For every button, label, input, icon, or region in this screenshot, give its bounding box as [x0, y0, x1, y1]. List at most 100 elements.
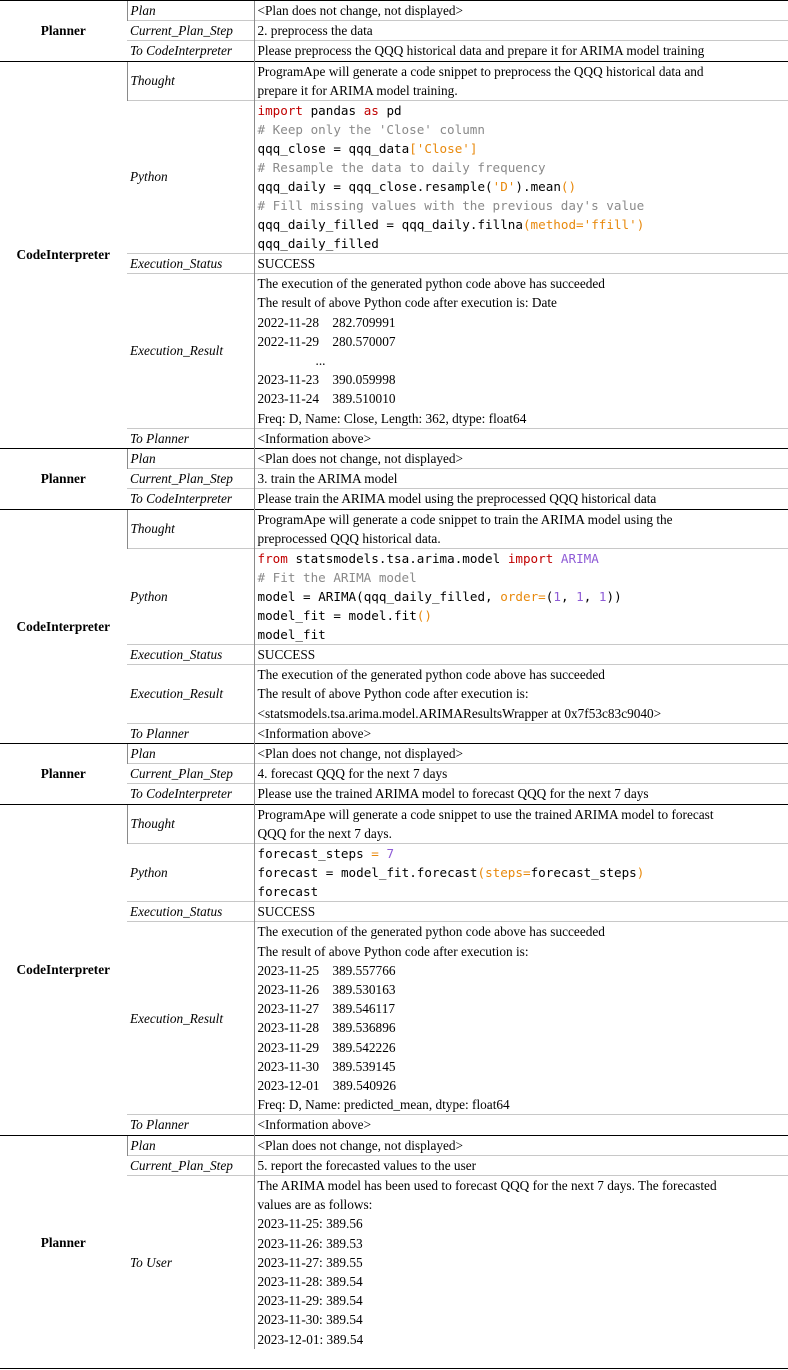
row-to-planner: To Planner<Information above> [0, 427, 788, 449]
text-line: 2022-11-28 282.709991 [257, 314, 396, 330]
field-value: The execution of the generated python co… [253, 664, 788, 724]
field-key: Plan [126, 448, 254, 469]
field-key: Thought [126, 60, 254, 101]
field-value: <Information above> [253, 722, 788, 744]
text-line: values are as follows: [257, 1197, 373, 1213]
code-line: from statsmodels.tsa.arima.model import … [257, 551, 599, 567]
field-value: from statsmodels.tsa.arima.model import … [253, 548, 788, 645]
code-line: forecast_steps = 7 [257, 846, 395, 862]
text-line: The result of above Python code after ex… [257, 943, 529, 959]
text-line: 2023-11-24 389.510010 [257, 391, 396, 407]
field-value: 2. preprocess the data [253, 20, 788, 41]
field-key: To CodeInterpreter [127, 488, 254, 510]
text-line: Freq: D, Name: Close, Length: 362, dtype… [257, 410, 527, 426]
field-key: Execution_Status [127, 644, 254, 665]
text-line: prepare it for ARIMA model training. [257, 82, 458, 98]
text-line: SUCCESS [257, 647, 316, 663]
field-key: To CodeInterpreter [127, 783, 254, 805]
code-line: qqq_daily_filled = qqq_daily.fillna(meth… [257, 217, 645, 233]
text-line: ProgramApe will generate a code snippet … [257, 63, 704, 79]
code-line: import pandas as pd [257, 103, 402, 119]
field-value: 3. train the ARIMA model [253, 468, 788, 489]
field-value: <Information above> [253, 1114, 788, 1136]
field-value: <Plan does not change, not displayed> [253, 448, 788, 469]
code-line: qqq_daily_filled [257, 236, 379, 252]
field-value: <Information above> [253, 427, 788, 449]
text-line: SUCCESS [257, 256, 316, 272]
code-line: model = ARIMA(qqq_daily_filled, order=(1… [257, 589, 622, 605]
code-line: model_fit = model.fit() [257, 608, 432, 624]
field-key: Python [127, 100, 254, 254]
text-line: 2023-11-28 389.536896 [257, 1020, 396, 1036]
text-line: ProgramApe will generate a code snippet … [257, 806, 714, 822]
text-line: The result of above Python code after ex… [257, 295, 557, 311]
text-line: 2023-11-27: 389.55 [257, 1254, 363, 1270]
field-value: Please preprocess the QQQ historical dat… [253, 40, 788, 62]
text-line: <Plan does not change, not displayed> [257, 1137, 464, 1153]
field-key: Plan [126, 1134, 254, 1156]
agent-label: CodeInterpreter [0, 60, 127, 449]
text-line: Please train the ARIMA model using the p… [257, 491, 657, 507]
field-value: ProgramApe will generate a code snippet … [253, 803, 788, 844]
text-line: 2023-12-01 389.540926 [257, 1077, 397, 1093]
text-line: 3. train the ARIMA model [257, 471, 398, 487]
field-key: Current_Plan_Step [127, 1154, 254, 1176]
field-value: <Plan does not change, not displayed> [253, 743, 788, 764]
field-key: Thought [126, 508, 254, 549]
text-line: 2023-11-26: 389.53 [257, 1235, 363, 1251]
agent-label: Planner [0, 743, 127, 805]
field-value: 4. forecast QQQ for the next 7 days [253, 763, 788, 784]
code-line: # Fill missing values with the previous … [257, 198, 645, 214]
agent-label: CodeInterpreter [0, 508, 127, 744]
field-key: Current_Plan_Step [127, 20, 254, 41]
text-line: 2023-11-25: 389.56 [257, 1216, 363, 1232]
text-line: preprocessed QQQ historical data. [257, 530, 441, 546]
text-line: 2023-11-23 390.059998 [257, 372, 396, 388]
code-line: # Resample the data to daily frequency [257, 160, 546, 176]
text-line: ... [315, 353, 326, 369]
field-key: Execution_Status [127, 253, 254, 274]
field-key: Current_Plan_Step [127, 468, 254, 489]
code-line: qqq_close = qqq_data['Close'] [257, 141, 478, 157]
text-line: The execution of the generated python co… [257, 667, 605, 683]
text-line: 2022-11-29 280.570007 [257, 333, 396, 349]
text-line: 2023-11-26 389.530163 [257, 981, 396, 997]
row-to-planner: To Planner<Information above> [0, 722, 788, 744]
text-line: <Information above> [257, 430, 372, 446]
row-to-planner: To Planner<Information above> [0, 1114, 788, 1136]
field-value: Please train the ARIMA model using the p… [253, 488, 788, 510]
text-line: <Information above> [257, 1117, 372, 1133]
text-line: The result of above Python code after ex… [257, 686, 529, 702]
field-value: <Plan does not change, not displayed> [253, 0, 788, 21]
field-key: To Planner [127, 427, 254, 449]
field-key: Thought [126, 803, 254, 844]
text-line: <Plan does not change, not displayed> [257, 451, 464, 467]
field-value: Please use the trained ARIMA model to fo… [253, 783, 788, 805]
field-key: Python [127, 548, 254, 645]
text-line: The ARIMA model has been used to forecas… [257, 1177, 717, 1193]
field-value: The execution of the generated python co… [253, 273, 788, 429]
field-key: To CodeInterpreter [127, 40, 254, 62]
field-value: <Plan does not change, not displayed> [253, 1134, 788, 1156]
field-value: 5. report the forecasted values to the u… [253, 1154, 788, 1176]
